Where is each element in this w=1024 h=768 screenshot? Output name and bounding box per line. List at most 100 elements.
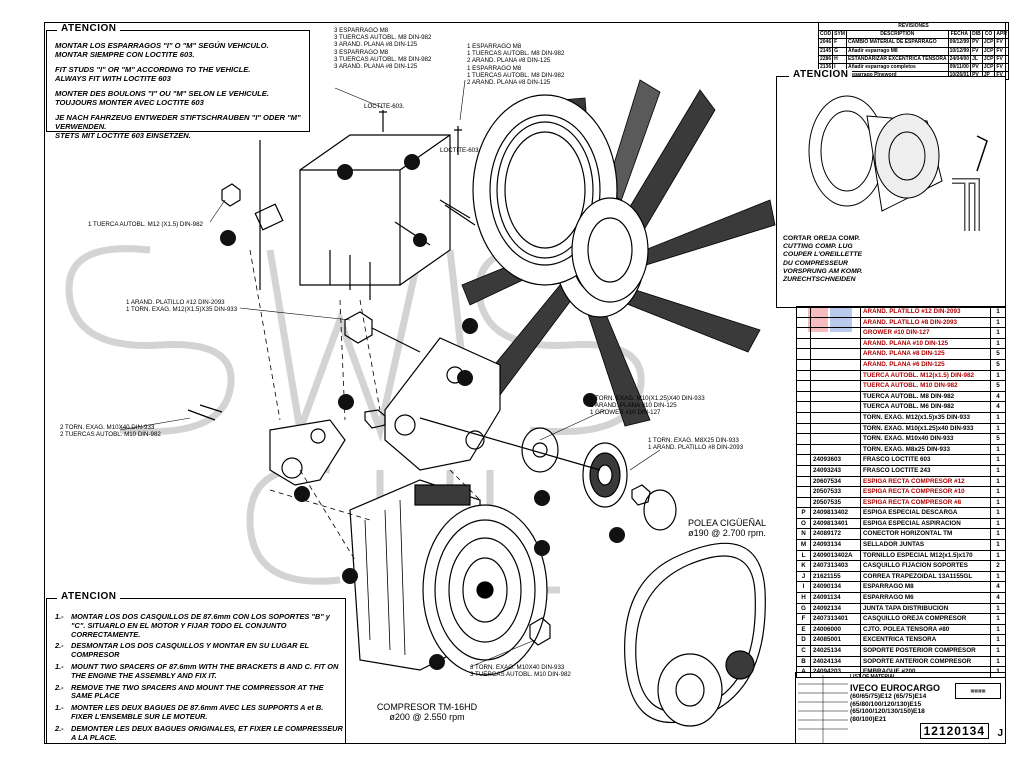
parts-qty-cell: 1 bbox=[990, 613, 1006, 625]
parts-desc-cell: CASQUILLO OREJA COMPRESOR bbox=[860, 613, 991, 625]
parts-ref-cell bbox=[796, 327, 811, 339]
alignment-lines bbox=[249, 249, 481, 561]
parts-ref-cell: F bbox=[796, 613, 811, 625]
parts-code-cell bbox=[810, 358, 861, 371]
revision-cell: 09/12/99 bbox=[947, 38, 972, 48]
parts-ref-cell bbox=[796, 337, 811, 350]
parts-code-cell: 24091134 bbox=[810, 592, 861, 604]
notice-line: FIT STUDS "I" OR "M" ACCORDING TO THE VE… bbox=[55, 65, 251, 74]
parts-desc-cell: SOPORTE POSTERIOR COMPRESOR bbox=[860, 645, 991, 657]
revision-cell: JCP bbox=[981, 54, 996, 65]
parts-qty-cell: 1 bbox=[990, 475, 1006, 488]
revision-cell: JL bbox=[970, 54, 983, 65]
parts-qty-cell: 1 bbox=[990, 464, 1006, 477]
hex-nut bbox=[221, 183, 241, 207]
model-variants: (60/65/75)E12 (65/75)E14 (65/80/100/120/… bbox=[850, 693, 927, 723]
parts-ref-cell bbox=[796, 369, 811, 382]
notice-line: MONTAR LOS ESPARRAGOS "I" O "M" SEGÚN VE… bbox=[55, 41, 269, 50]
parts-ref-cell bbox=[796, 411, 811, 424]
parts-code-cell: 2409813401 bbox=[810, 517, 861, 530]
parts-desc-cell: ESPIGA RECTA COMPRESOR #12 bbox=[860, 475, 991, 488]
parts-qty-cell: 4 bbox=[990, 581, 1006, 594]
parts-qty-cell: 4 bbox=[990, 390, 1006, 403]
compressor-title: COMPRESOR TM-16HD bbox=[376, 702, 478, 712]
parts-code-cell: 2407313401 bbox=[810, 613, 861, 625]
parts-ref-cell: M bbox=[796, 539, 811, 551]
parts-code-cell: 2409813402 bbox=[810, 507, 861, 519]
parts-code-cell bbox=[810, 443, 861, 456]
revision-cell: 10/12/99 bbox=[947, 46, 972, 56]
washer-nut bbox=[344, 311, 373, 344]
notice-top-title: ATENCION bbox=[57, 23, 121, 34]
parts-desc-cell: ESPARRAGO M8 bbox=[860, 581, 991, 594]
compressor-caption: COMPRESOR TM-16HD ø200 @ 2.550 rpm bbox=[372, 702, 482, 722]
parts-desc-cell: JUNTA TAPA DISTRIBUCION bbox=[860, 602, 991, 615]
parts-desc-cell: TORNILLO ESPECIAL M12(x1.5)x170 bbox=[860, 549, 991, 562]
drawing-frame bbox=[44, 22, 1006, 744]
parts-code-cell: 2407313403 bbox=[810, 560, 861, 572]
compressor-detail-view bbox=[808, 95, 988, 231]
parts-ref-cell: N bbox=[796, 528, 811, 541]
parts-code-cell: 20507535 bbox=[810, 496, 861, 509]
mounting-block bbox=[259, 134, 451, 300]
compressor-spec: ø200 @ 2.550 rpm bbox=[389, 712, 465, 722]
eccentric bbox=[521, 427, 559, 473]
parts-qty-cell: 1 bbox=[990, 655, 1006, 668]
parts-desc-cell: TUERCA AUTOBL. M6 DIN-982 bbox=[860, 401, 991, 413]
parts-ref-cell bbox=[796, 454, 811, 466]
parts-desc-cell: ARAND. PLANA #6 DIN-125 bbox=[860, 358, 991, 371]
notice-bottom-title: ATENCION bbox=[57, 591, 121, 602]
parts-ref-cell bbox=[796, 306, 811, 318]
hex-nut-c7 bbox=[529, 617, 551, 646]
parts-desc-cell: TUERCA AUTOBL. M12(x1.5) DIN-982 bbox=[860, 369, 991, 382]
notice-line: TOUJOURS MONTER AVEC LOCTITE 603 bbox=[55, 98, 204, 107]
parts-ref-cell bbox=[796, 486, 811, 498]
parts-ref-cell: E bbox=[796, 623, 811, 636]
long-bolt bbox=[419, 417, 601, 471]
revision-cell: 24/04/00 bbox=[947, 54, 972, 65]
parts-desc-cell: ARAND. PLANA #10 DIN-125 bbox=[860, 337, 991, 350]
parts-ref-cell: L bbox=[796, 549, 811, 562]
parts-ref-cell bbox=[796, 475, 811, 488]
revision-cell: FV bbox=[994, 54, 1009, 65]
parts-code-cell: 24093603 bbox=[810, 454, 861, 466]
notice-top-text: MONTAR LOS ESPARRAGOS "I" O "M" SEGÚN VE… bbox=[55, 41, 309, 140]
parts-qty-cell: 1 bbox=[990, 602, 1006, 615]
nut-b bbox=[364, 409, 386, 429]
parts-code-cell: 21621155 bbox=[810, 570, 861, 583]
parts-code-cell bbox=[810, 337, 861, 350]
parts-qty-cell: 1 bbox=[990, 645, 1006, 657]
parts-qty-cell: 1 bbox=[990, 443, 1006, 456]
notice-bottom: ATENCION 1.-MONTAR LOS DOS CASQUILLOS DE… bbox=[46, 591, 346, 744]
notice-line: MONTER DES BOULONS "I" OU "M" SELON LE V… bbox=[55, 89, 269, 98]
parts-desc-cell: FRASCO LOCTITE 243 bbox=[860, 464, 991, 477]
parts-code-cell: 24092134 bbox=[810, 602, 861, 615]
parts-code-cell bbox=[810, 369, 861, 382]
parts-desc-cell: ARAND. PLATILLO #8 DIN-2093 bbox=[860, 316, 991, 329]
list-label: LIST OF MATERIAL bbox=[850, 674, 897, 680]
revision-cell: CAMBIO MATERIAL DE ESPARRAGO bbox=[845, 38, 949, 48]
drawing-revision: J bbox=[997, 728, 1003, 739]
revision-cell: FV bbox=[994, 46, 1009, 56]
parts-qty-cell: 1 bbox=[990, 517, 1006, 530]
notice-line: JE NACH FAHRZEUG ENTWEDER STIFTSCHRAUBEN… bbox=[55, 113, 301, 131]
parts-desc-cell: SOPORTE ANTERIOR COMPRESOR bbox=[860, 655, 991, 668]
parts-qty-cell: 5 bbox=[990, 358, 1006, 371]
